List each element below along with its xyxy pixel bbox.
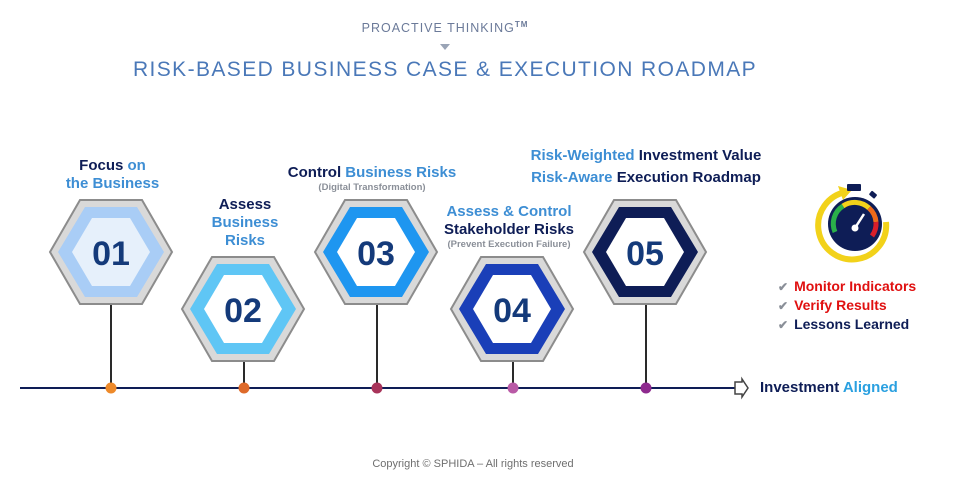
step-2-label: Assess Business Risks bbox=[211, 196, 279, 249]
step-4-stem bbox=[512, 362, 514, 386]
monitor-checklist: ✔Monitor Indicators ✔Verify Results ✔Les… bbox=[778, 277, 916, 334]
timeline-end-label: Investment Aligned bbox=[760, 379, 898, 396]
timeline-dot-5 bbox=[640, 382, 652, 394]
step-5-stem bbox=[645, 305, 647, 385]
stopwatch-gauge-icon bbox=[815, 184, 890, 263]
step-1-number: 01 bbox=[92, 235, 130, 273]
step-5-number: 05 bbox=[626, 235, 664, 273]
step-1-stem bbox=[110, 305, 112, 385]
page-title: RISK-BASED BUSINESS CASE & EXECUTION ROA… bbox=[132, 58, 758, 81]
timeline-dot-2 bbox=[238, 382, 250, 394]
timeline-dot-3 bbox=[371, 382, 383, 394]
step-2-hexagon: 02 bbox=[180, 256, 306, 362]
step-4-hexagon: 04 bbox=[449, 256, 575, 362]
step-4-label: Assess & Control Stakeholder Risks (Prev… bbox=[443, 203, 575, 250]
step-3-stem bbox=[376, 305, 378, 385]
checklist-item: ✔Monitor Indicators bbox=[778, 278, 917, 294]
timeline-arrow-icon bbox=[734, 376, 749, 400]
check-icon: ✔ bbox=[778, 280, 789, 294]
check-icon: ✔ bbox=[778, 318, 789, 332]
step-2-number: 02 bbox=[224, 292, 262, 330]
checklist-item: ✔Lessons Learned bbox=[778, 316, 910, 332]
check-icon: ✔ bbox=[778, 299, 789, 313]
step-4-number: 04 bbox=[493, 292, 531, 330]
step-5-label: Risk-Weighted Investment Value Risk-Awar… bbox=[530, 147, 762, 186]
kicker-arrow-icon bbox=[440, 44, 450, 50]
checklist-item: ✔Verify Results bbox=[778, 297, 887, 313]
timeline-dot-1 bbox=[105, 382, 117, 394]
step-2-stem bbox=[243, 362, 245, 386]
timeline-dot-4 bbox=[507, 382, 519, 394]
step-3-hexagon: 03 bbox=[313, 199, 439, 305]
step-3-label: Control Business Risks (Digital Transfor… bbox=[287, 164, 457, 193]
copyright-text: Copyright © SPHIDA – All rights reserved bbox=[372, 458, 574, 470]
brand-kicker: PROACTIVE THINKINGTM bbox=[361, 20, 529, 36]
step-1-hexagon: 01 bbox=[48, 199, 174, 305]
step-1-label: Focus on the Business bbox=[65, 157, 160, 192]
step-3-number: 03 bbox=[357, 235, 395, 273]
step-5-hexagon: 05 bbox=[582, 199, 708, 305]
